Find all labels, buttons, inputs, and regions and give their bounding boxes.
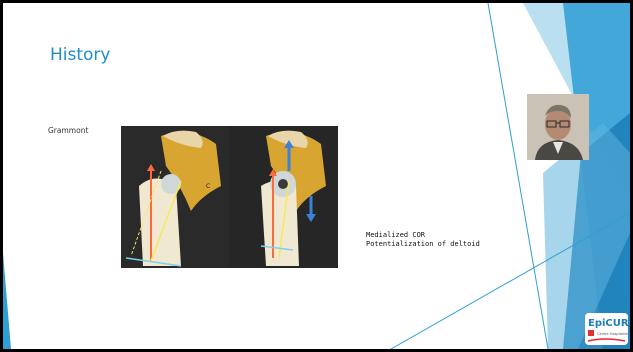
caption: Medialized COR Potentialization of delto… [366, 231, 480, 249]
slide-title: History [50, 45, 110, 65]
caption-line-1: Medialized COR [366, 231, 480, 240]
section-label: Grammont [48, 126, 88, 135]
svg-text:C: C [206, 183, 210, 190]
svg-text:EpiCURA: EpiCURA [588, 318, 628, 329]
slide: History Grammont C [3, 3, 630, 349]
caption-line-2: Potentialization of deltoid [366, 240, 480, 249]
epicura-logo: EpiCURA Centre Hospitalier [585, 313, 628, 345]
portrait-photo [527, 94, 589, 160]
svg-text:Centre Hospitalier: Centre Hospitalier [597, 332, 628, 336]
shoulder-illustration: C [121, 126, 338, 268]
